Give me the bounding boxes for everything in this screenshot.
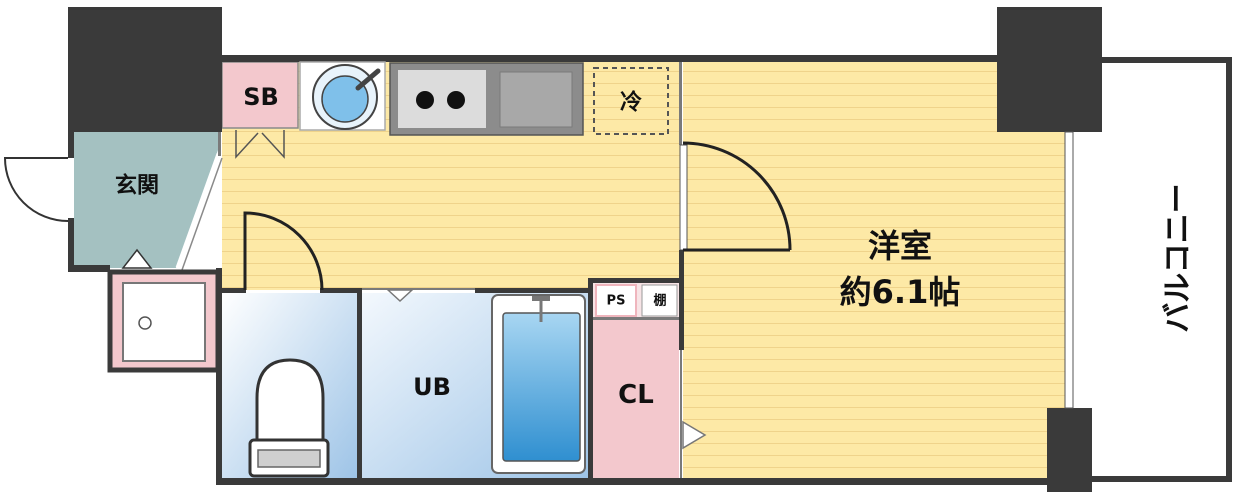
hall-wall-a bbox=[222, 288, 246, 293]
kitchen-sink bbox=[499, 71, 573, 128]
room-door-swing bbox=[682, 141, 792, 252]
closet-folding-door bbox=[680, 350, 682, 478]
shelf-box bbox=[641, 284, 678, 317]
western-room-label: 洋室 bbox=[868, 227, 932, 265]
stove-burner-icon bbox=[416, 91, 434, 109]
shoe-box-label: SB bbox=[243, 83, 279, 111]
wall-top bbox=[222, 55, 997, 62]
pillar-top-right bbox=[997, 7, 1102, 132]
wall-ps-bottom bbox=[593, 317, 681, 320]
bathtub-faucet-icon bbox=[532, 296, 550, 301]
fridge-label: 冷 bbox=[620, 90, 642, 116]
shoe-box-folding-door bbox=[235, 130, 285, 159]
entrance-step-edge bbox=[175, 153, 222, 269]
wash-basin-faucet bbox=[355, 68, 381, 91]
pipe-space-label: PS bbox=[607, 294, 626, 309]
room-wall-left-upper bbox=[679, 62, 682, 145]
balcony-wall-top bbox=[1102, 57, 1232, 63]
hall-wall-c bbox=[475, 288, 590, 293]
balcony-label: バルコニー bbox=[1161, 183, 1196, 332]
pillar-bottom-right bbox=[1047, 408, 1092, 492]
entrance-door-swing bbox=[3, 157, 69, 222]
wall-bottom bbox=[216, 478, 1047, 485]
entrance-cabinet-knob-icon bbox=[138, 316, 152, 330]
bathtub-water bbox=[502, 312, 581, 462]
closet-area bbox=[593, 320, 679, 478]
walls bbox=[68, 7, 1232, 492]
room-window bbox=[1064, 131, 1074, 409]
shelf-label: 棚 bbox=[653, 293, 666, 309]
entrance-cabinet-inner bbox=[122, 282, 206, 362]
wall-toilet-bath bbox=[357, 290, 362, 480]
toilet-bowl-icon bbox=[255, 358, 325, 442]
pillar-top-left bbox=[68, 7, 222, 132]
entrance-floor bbox=[74, 132, 218, 268]
room-door-frame bbox=[679, 144, 688, 251]
western-room-size: 約6.1帖 bbox=[840, 273, 961, 311]
kitchen-left-edge bbox=[218, 132, 221, 156]
unit-bath-label: UB bbox=[413, 373, 451, 401]
entrance-step-edge-line bbox=[181, 157, 223, 271]
fridge-space bbox=[593, 67, 669, 135]
wall-left-toilet bbox=[216, 268, 222, 485]
toilet-door-swing bbox=[243, 211, 324, 291]
entrance-wall-left-lower bbox=[68, 218, 74, 272]
stove-burner-icon bbox=[447, 91, 465, 109]
wall-ps-top bbox=[588, 278, 683, 283]
entrance-wall-left-upper bbox=[68, 132, 74, 158]
pipe-space-box bbox=[595, 284, 637, 317]
balcony-wall-bottom bbox=[1092, 476, 1232, 482]
balcony-wall-right bbox=[1226, 57, 1232, 482]
entrance-wall-bottom bbox=[68, 265, 110, 272]
closet-door-marker bbox=[682, 420, 707, 450]
closet-label: CL bbox=[618, 380, 654, 410]
entrance-label: 玄関 bbox=[115, 173, 159, 199]
entrance-step-marker bbox=[121, 248, 153, 269]
unit-bath-folding-door bbox=[362, 288, 475, 290]
stove-top bbox=[398, 70, 486, 128]
hall-wall-b bbox=[320, 288, 362, 293]
toilet-tank-lid bbox=[257, 449, 321, 468]
unit-bath-door-marker bbox=[386, 289, 414, 303]
wall-bath-closet bbox=[588, 278, 593, 480]
room-wall-left-middle bbox=[679, 250, 684, 350]
